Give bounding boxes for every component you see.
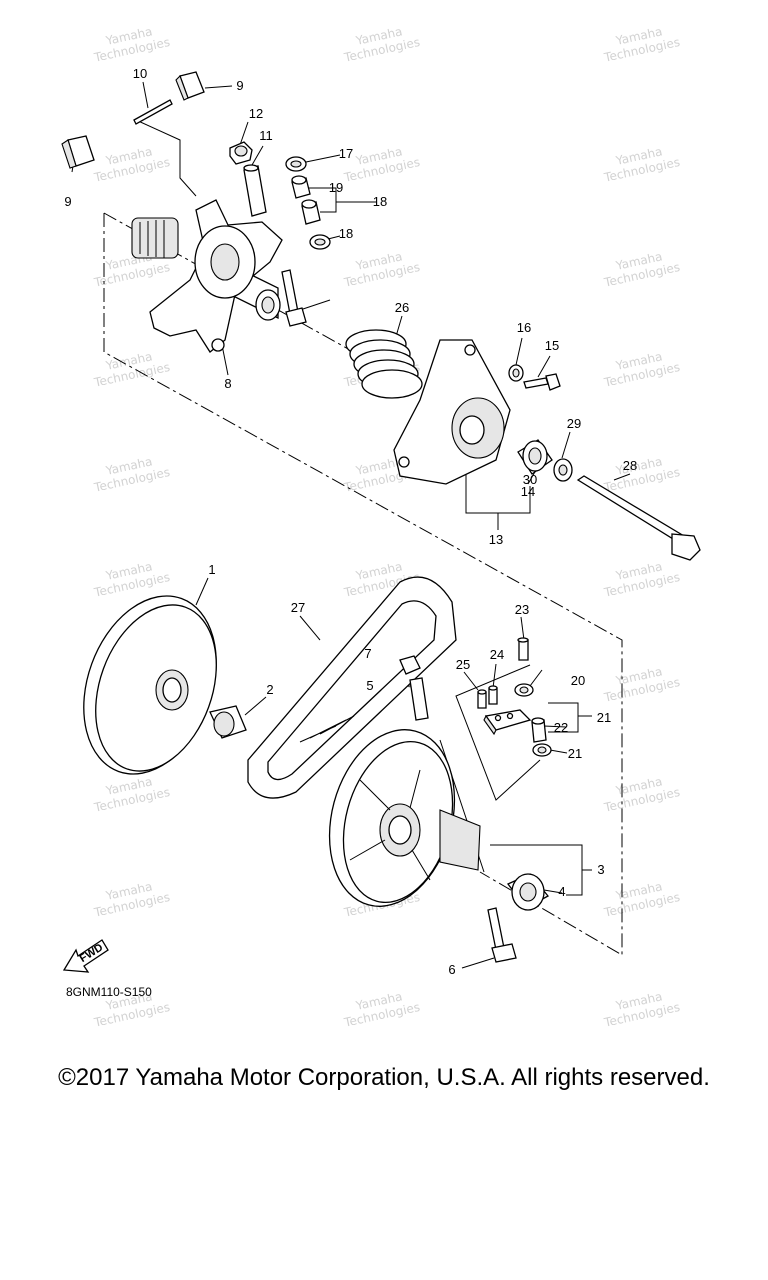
drive-belt-part-28[interactable] <box>247 576 457 799</box>
callout-28: 28 <box>623 458 637 473</box>
callout-12: 12 <box>249 106 263 121</box>
washer-part-21-lower[interactable] <box>532 743 552 757</box>
callout-18: 18 <box>339 226 353 241</box>
callout-4: 4 <box>558 884 565 899</box>
collar-part-2[interactable] <box>209 705 247 739</box>
callout-18: 18 <box>373 194 387 209</box>
callout-3: 3 <box>597 862 604 877</box>
bolt-part-12[interactable] <box>281 269 307 327</box>
fixed-sheave-part-1[interactable] <box>60 577 239 792</box>
callout-14: 14 <box>521 484 535 499</box>
bushing-part-4[interactable] <box>506 873 549 911</box>
bolt-part-24[interactable] <box>517 637 529 661</box>
movable-sheave-part-3[interactable] <box>311 716 481 921</box>
cap-part-14[interactable] <box>393 339 511 485</box>
bolt-part-6[interactable] <box>487 907 517 963</box>
bolt-part-7[interactable] <box>399 655 421 675</box>
bushing-part-20-lower[interactable] <box>301 199 321 225</box>
callout-8: 8 <box>224 376 231 391</box>
bolt-part-26[interactable] <box>477 689 487 709</box>
diagram-code: 8GNM110-S150 <box>66 985 152 999</box>
callout-21: 21 <box>568 746 582 761</box>
callout-17: 17 <box>339 146 353 161</box>
callout-27: 27 <box>291 600 305 615</box>
callout-9: 9 <box>236 78 243 93</box>
bolt-part-29[interactable] <box>576 475 701 561</box>
bushing-part-15[interactable] <box>517 439 553 475</box>
callout-21: 21 <box>597 710 611 725</box>
callout-1: 1 <box>208 562 215 577</box>
callout-16: 16 <box>517 320 531 335</box>
leader-lines <box>71 81 631 969</box>
sleeve-part-11[interactable] <box>243 164 267 217</box>
copyright-notice: ©2017 Yamaha Motor Corporation, U.S.A. A… <box>58 1064 710 1091</box>
callout-10: 10 <box>133 66 147 81</box>
washer-part-18-lower[interactable] <box>309 234 331 250</box>
callout-23: 23 <box>515 602 529 617</box>
bolt-part-25[interactable] <box>488 685 498 705</box>
bushing-part-23[interactable] <box>531 717 547 743</box>
primary-sheave-hub[interactable] <box>131 199 283 353</box>
spring-part-27[interactable] <box>345 329 423 399</box>
callout-5: 5 <box>366 678 373 693</box>
callout-22: 22 <box>554 720 568 735</box>
callout-29: 29 <box>567 416 581 431</box>
washer-part-30[interactable] <box>553 458 573 482</box>
callout-7: 7 <box>364 646 371 661</box>
callout-15: 15 <box>545 338 559 353</box>
weight-part-9-lower[interactable] <box>61 135 95 169</box>
callout-24: 24 <box>490 647 504 662</box>
callout-11: 11 <box>259 128 273 143</box>
weight-part-9-upper[interactable] <box>175 71 205 101</box>
callout-20: 20 <box>571 673 585 688</box>
callout-13: 13 <box>489 532 503 547</box>
nut-part-13[interactable] <box>229 141 253 165</box>
pin-part-10[interactable] <box>133 99 173 125</box>
bolt-part-16[interactable] <box>523 373 561 391</box>
callout-30: 30 <box>523 472 537 487</box>
bushing-part-5[interactable] <box>409 677 429 721</box>
bushing-part-20-upper[interactable] <box>291 175 311 199</box>
callout-25: 25 <box>456 657 470 672</box>
callout-19: 19 <box>329 180 343 195</box>
callout-9: 9 <box>64 194 71 209</box>
callout-2: 2 <box>266 682 273 697</box>
callout-labels: 1234567899101112131415161718181920212122… <box>64 66 637 977</box>
bracket-part-22[interactable] <box>483 709 532 736</box>
callout-26: 26 <box>395 300 409 315</box>
washer-part-21-upper[interactable] <box>514 683 534 697</box>
fwd-arrow-icon: FWD <box>62 939 109 973</box>
washer-part-17[interactable] <box>508 364 524 382</box>
washer-part-18-upper[interactable] <box>285 156 307 172</box>
callout-6: 6 <box>448 962 455 977</box>
